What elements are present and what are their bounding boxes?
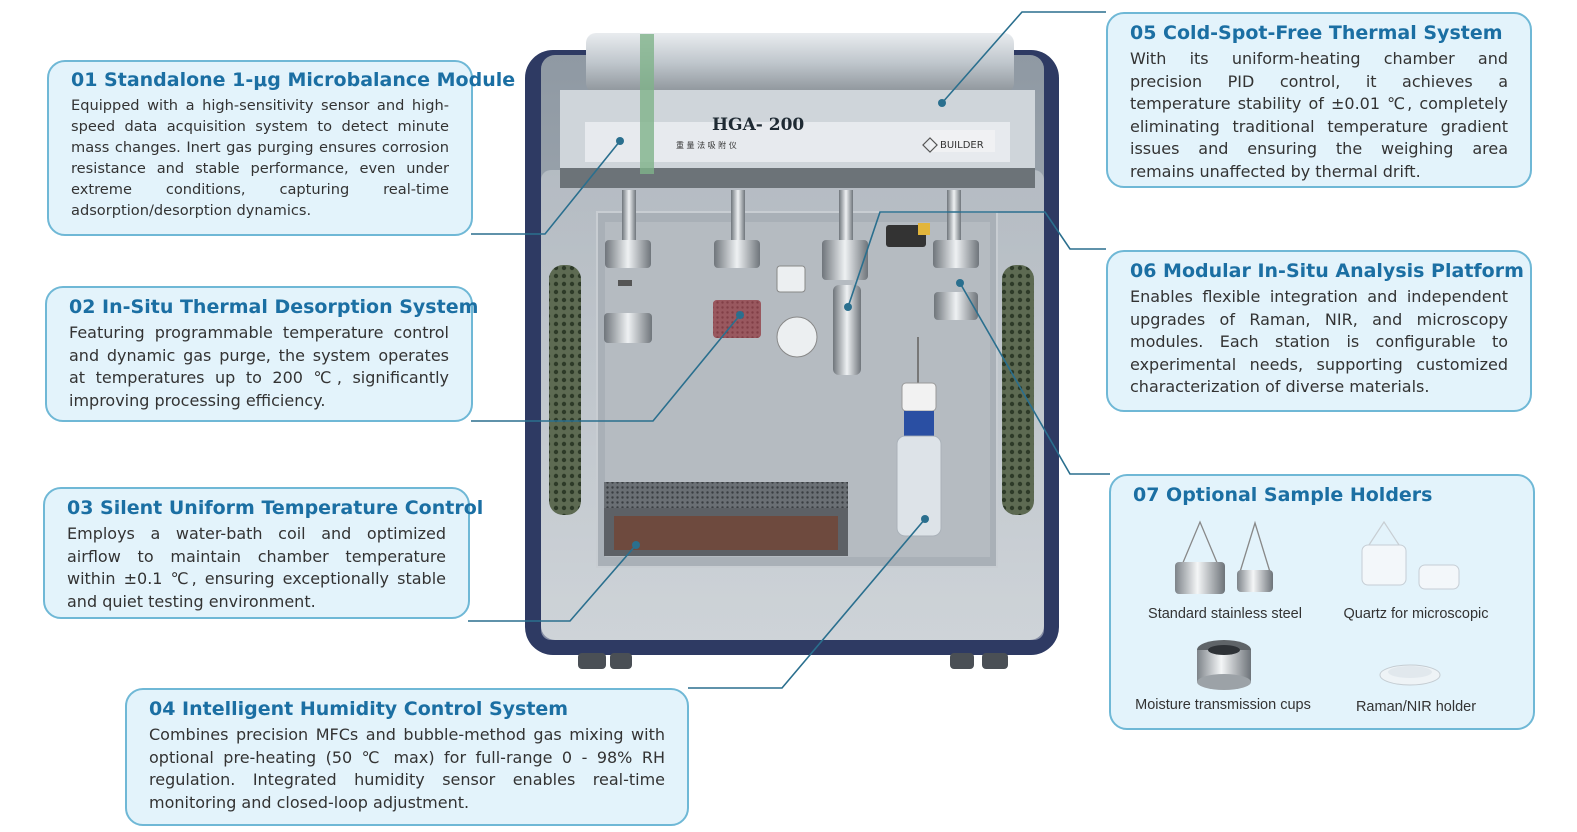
leader-lines	[468, 11, 1110, 689]
holder-label-moisture: Moisture transmission cups	[1135, 697, 1311, 713]
callout-05-title: 05 Cold-Spot-Free Thermal System	[1130, 22, 1503, 44]
callout-01-title: 01 Standalone 1-μg Microbalance Module	[71, 69, 516, 91]
callout-05: 05 Cold-Spot-Free Thermal System With it…	[1106, 12, 1532, 188]
leader-04	[688, 518, 926, 689]
water-bath-coil	[604, 482, 848, 556]
weighing-stations	[604, 190, 979, 343]
gauge	[776, 316, 818, 358]
brand-label: BUILDER	[940, 140, 984, 151]
callout-04-text: Combines precision MFCs and bubble-metho…	[149, 725, 665, 812]
callout-05-text: With its uniform-heating chamber and pre…	[1130, 49, 1508, 181]
balance-hood	[560, 33, 1035, 188]
callout-07-title: 07 Optional Sample Holders	[1133, 484, 1433, 506]
brand-logo-icon	[922, 137, 938, 153]
humidifier-bottle	[896, 337, 942, 537]
laser-label	[918, 223, 930, 235]
model-label: HGA- 200	[712, 115, 804, 135]
holder-label-stainless: Standard stainless steel	[1148, 606, 1302, 622]
callout-03-text: Employs a water-bath coil and optimized …	[67, 524, 446, 611]
leader-02	[471, 314, 741, 422]
holder-label-raman: Raman/NIR holder	[1355, 699, 1477, 715]
valve-block	[776, 265, 806, 293]
laser-module	[886, 225, 926, 247]
wheel-right	[950, 653, 974, 669]
callout-04-title: 04 Intelligent Humidity Control System	[149, 698, 569, 720]
left-vent	[549, 265, 581, 515]
holder-label-quartz: Quartz for microscopic	[1343, 606, 1489, 622]
leader-03	[468, 544, 637, 622]
callout-07: 07 Optional Sample Holders	[1109, 474, 1535, 730]
callout-01-text: Equipped with a high-sensitivity sensor …	[71, 97, 449, 219]
callout-04: 04 Intelligent Humidity Control System C…	[125, 688, 689, 826]
callout-01: 01 Standalone 1-μg Microbalance Module E…	[47, 60, 516, 236]
sample-tube	[833, 285, 861, 375]
right-vent	[1002, 265, 1034, 515]
leader-01	[471, 140, 621, 235]
callout-06-title: 06 Modular In-Situ Analysis Platform	[1130, 260, 1524, 282]
callout-03-title: 03 Silent Uniform Temperature Control	[67, 497, 484, 519]
callout-02-text: Featuring programmable temperature contr…	[69, 323, 449, 410]
leader-06	[847, 211, 1106, 308]
model-sub-label: 重 量 法 吸 附 仪	[676, 140, 737, 150]
wheel-right-2	[982, 653, 1008, 669]
wheel-left	[578, 653, 606, 669]
leader-dots	[616, 99, 964, 549]
callout-02-title: 02 In-Situ Thermal Desorption System	[69, 296, 479, 318]
callout-06-text: Enables flexible integration and indepen…	[1130, 287, 1508, 396]
leader-05	[941, 11, 1106, 104]
wheel-left-2	[610, 653, 632, 669]
leader-07	[959, 282, 1110, 475]
callout-02: 02 In-Situ Thermal Desorption System Fea…	[45, 286, 479, 422]
callout-06: 06 Modular In-Situ Analysis Platform Ena…	[1106, 250, 1532, 412]
callout-03: 03 Silent Uniform Temperature Control Em…	[43, 487, 484, 619]
